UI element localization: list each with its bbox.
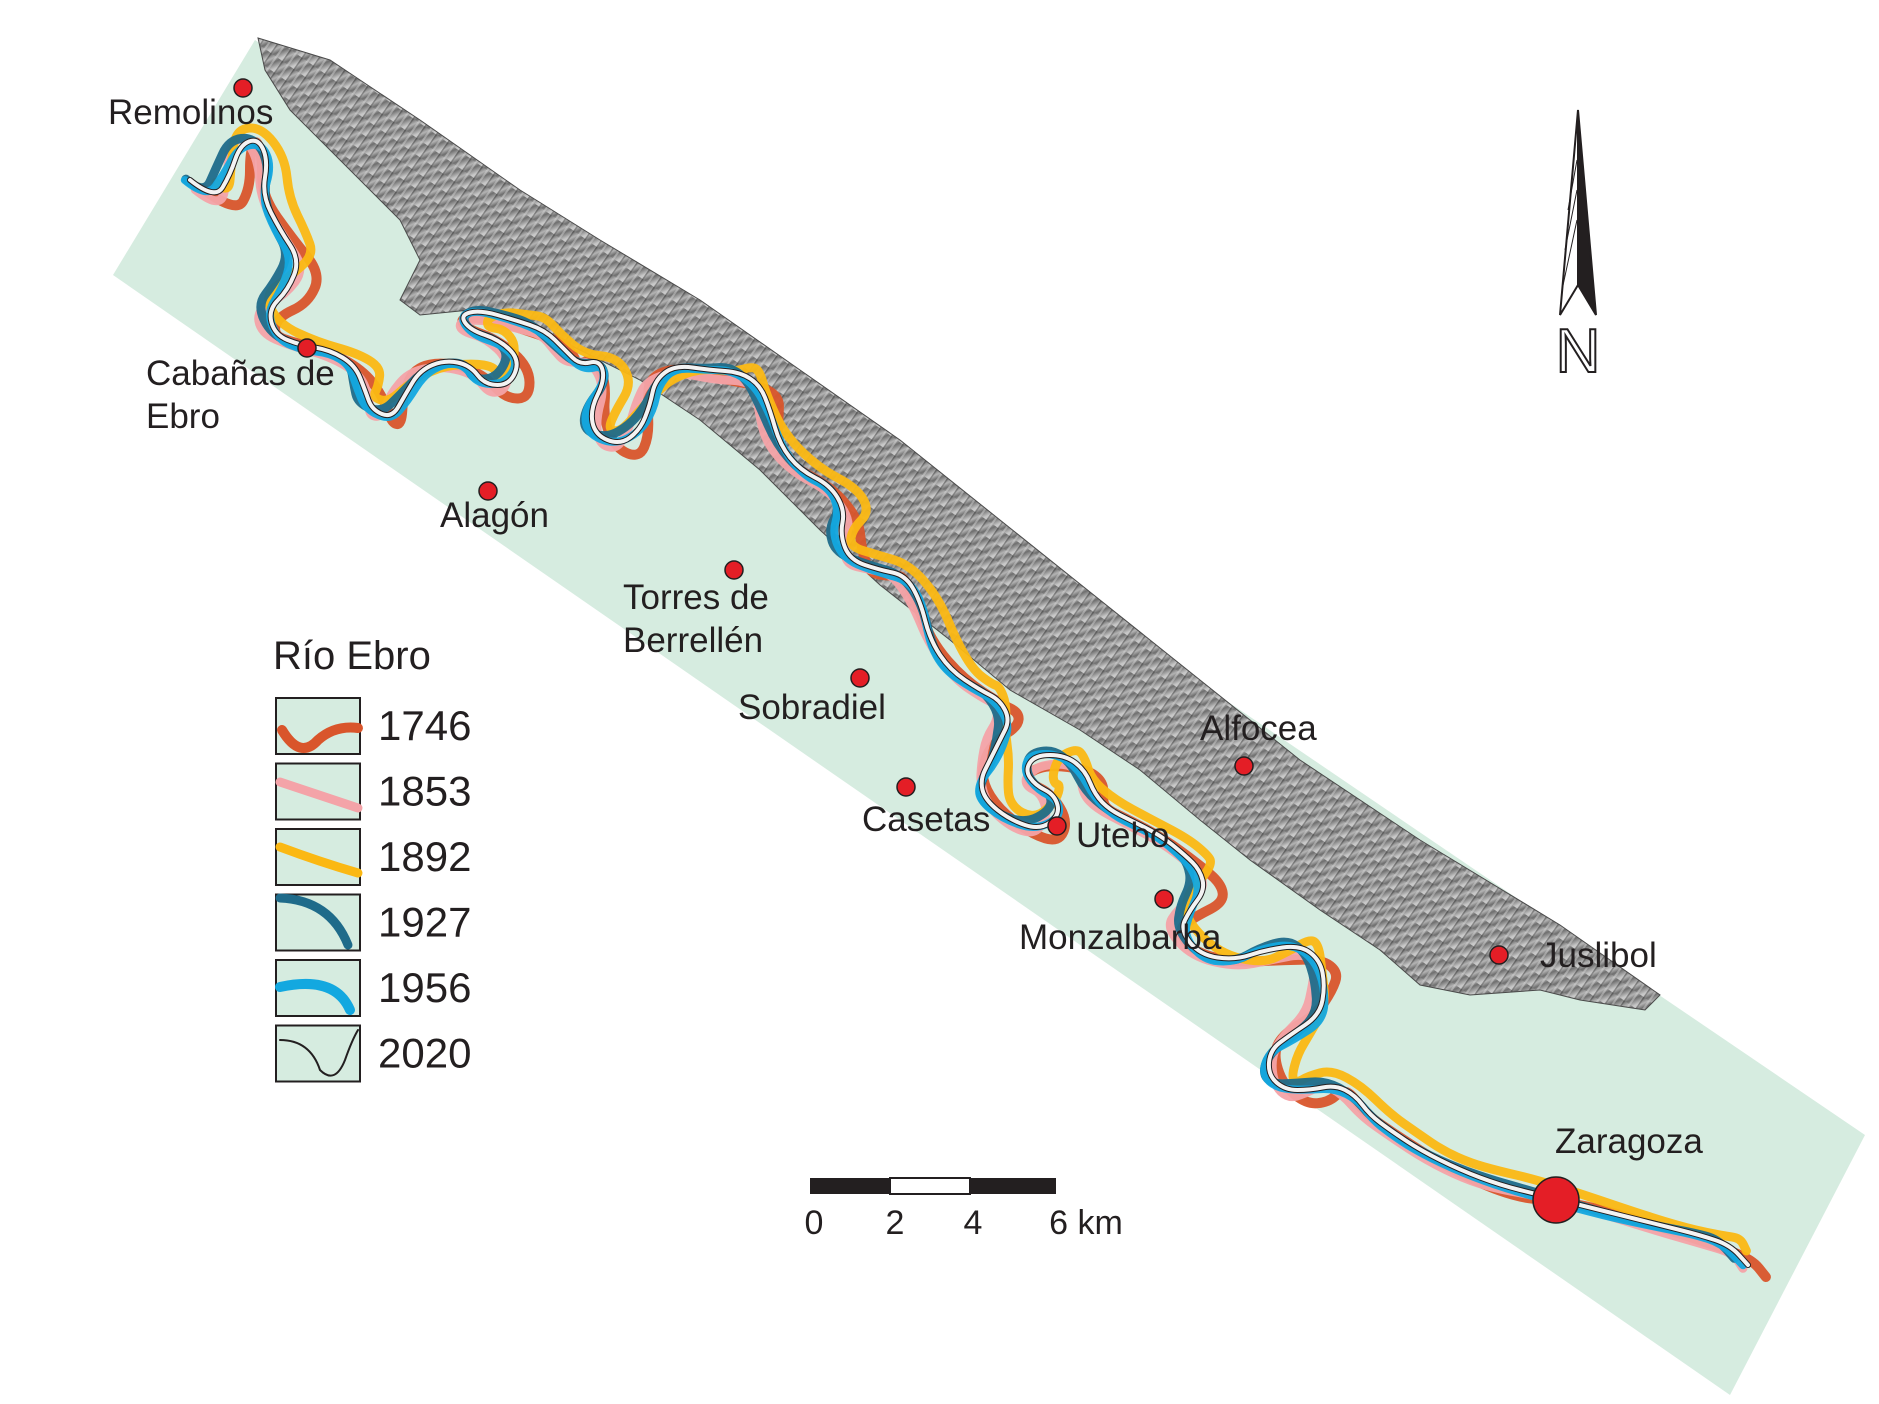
north-arrow-right-half (1577, 109, 1597, 316)
legend-swatch-line (279, 1029, 359, 1077)
town-label: Zaragoza (1555, 1122, 1703, 1161)
town-label: Alfocea (1200, 709, 1317, 748)
river-channel-1853 (190, 134, 1748, 1273)
town-dot (297, 338, 317, 358)
town-alfocea: Alfocea (1200, 709, 1317, 776)
town-casetas: Casetas (862, 777, 990, 839)
legend-title: Río Ebro (273, 634, 431, 678)
town-dot (724, 560, 744, 580)
town-label: Torres de Berrellén (623, 578, 769, 660)
scale-tick-label: 2 (886, 1204, 905, 1242)
north-arrow-label: N (1556, 317, 1601, 386)
legend-item-1853: 1853 (275, 762, 471, 821)
town-label-line: Berrellén (623, 621, 763, 660)
scale-bar: 0 2 4 6 km (805, 1177, 1123, 1242)
town-torres-de-berrellen: Torres de Berrellén (623, 560, 769, 660)
town-label-line: Alagón (440, 496, 549, 535)
scale-tick-label: 4 (964, 1204, 983, 1242)
legend-swatch (275, 1024, 361, 1083)
scale-tick-label: 0 (805, 1204, 824, 1242)
town-label: Remolinos (108, 93, 273, 132)
town-monzalbarba: Monzalbarba (1019, 889, 1222, 957)
town-dot (1532, 1176, 1580, 1224)
legend-item-1956: 1956 (275, 959, 471, 1017)
town-label: Cabañas de Ebro (146, 354, 335, 436)
town-sobradiel: Sobradiel (738, 668, 886, 727)
legend-item-1927: 1927 (275, 893, 471, 952)
legend-swatch-line (275, 777, 363, 813)
legend-item-2020: 2020 (275, 1024, 471, 1083)
legend-swatch-line (277, 722, 363, 753)
legend: Río Ebro 1746 1853 1892 1927 1956 2020 (273, 634, 471, 1083)
town-label: Sobradiel (738, 688, 886, 727)
town-label: Juslibol (1540, 936, 1657, 975)
north-arrow-hatching (1561, 159, 1578, 291)
town-zaragoza: Zaragoza (1532, 1122, 1703, 1224)
river-channel-2020 (188, 138, 1750, 1267)
relief-escarpment (257, 37, 1661, 1011)
town-label-line: Alfocea (1200, 709, 1317, 748)
town-label: Casetas (862, 800, 990, 839)
town-dot (233, 78, 253, 98)
scale-segment-3 (970, 1178, 1056, 1194)
town-label-line: Ebro (146, 397, 220, 436)
legend-year-label: 2020 (378, 1030, 471, 1077)
town-label-line: Monzalbarba (1019, 918, 1222, 957)
town-label-line: Casetas (862, 800, 990, 839)
legend-year-label: 1927 (378, 899, 471, 946)
legend-year-label: 1956 (378, 964, 471, 1011)
legend-swatch-line (275, 979, 355, 1015)
town-cabanas-de-ebro: Cabañas de Ebro (146, 338, 335, 436)
legend-item-1746: 1746 (275, 697, 471, 755)
scale-segment-1 (810, 1178, 890, 1194)
legend-swatch-line (275, 893, 353, 950)
town-label-line: Torres de (623, 578, 769, 617)
town-label: Monzalbarba (1019, 918, 1222, 957)
town-label-line: Juslibol (1540, 936, 1657, 975)
town-label-line: Zaragoza (1555, 1122, 1703, 1161)
town-label-line: Cabañas de (146, 354, 335, 393)
legend-year-label: 1853 (378, 768, 471, 815)
town-label-line: Sobradiel (738, 688, 886, 727)
town-dot (896, 777, 916, 797)
north-arrow: N (1555, 109, 1601, 387)
scale-tick-label: 6 km (1049, 1204, 1123, 1242)
floodplain-band (113, 40, 1865, 1395)
legend-year-label: 1746 (378, 702, 471, 749)
town-label: Utebo (1076, 816, 1169, 855)
town-dot (1489, 945, 1509, 965)
town-alagon: Alagón (440, 481, 549, 535)
legend-year-label: 1892 (378, 833, 471, 880)
legend-swatch-line (275, 842, 363, 878)
town-dot (1047, 816, 1067, 836)
town-dot (850, 668, 870, 688)
town-dot (1154, 889, 1174, 909)
town-dot (1234, 756, 1254, 776)
town-label: Alagón (440, 496, 549, 535)
town-utebo: Utebo (1047, 816, 1169, 855)
town-dot (478, 481, 498, 501)
town-juslibol: Juslibol (1489, 936, 1657, 975)
north-arrow-left-half (1559, 109, 1579, 316)
town-label-line: Utebo (1076, 816, 1169, 855)
river-channels (180, 123, 1771, 1282)
town-remolinos: Remolinos (108, 78, 273, 132)
legend-item-1892: 1892 (275, 828, 471, 886)
scale-segment-2 (889, 1177, 971, 1195)
town-label-line: Remolinos (108, 93, 273, 132)
